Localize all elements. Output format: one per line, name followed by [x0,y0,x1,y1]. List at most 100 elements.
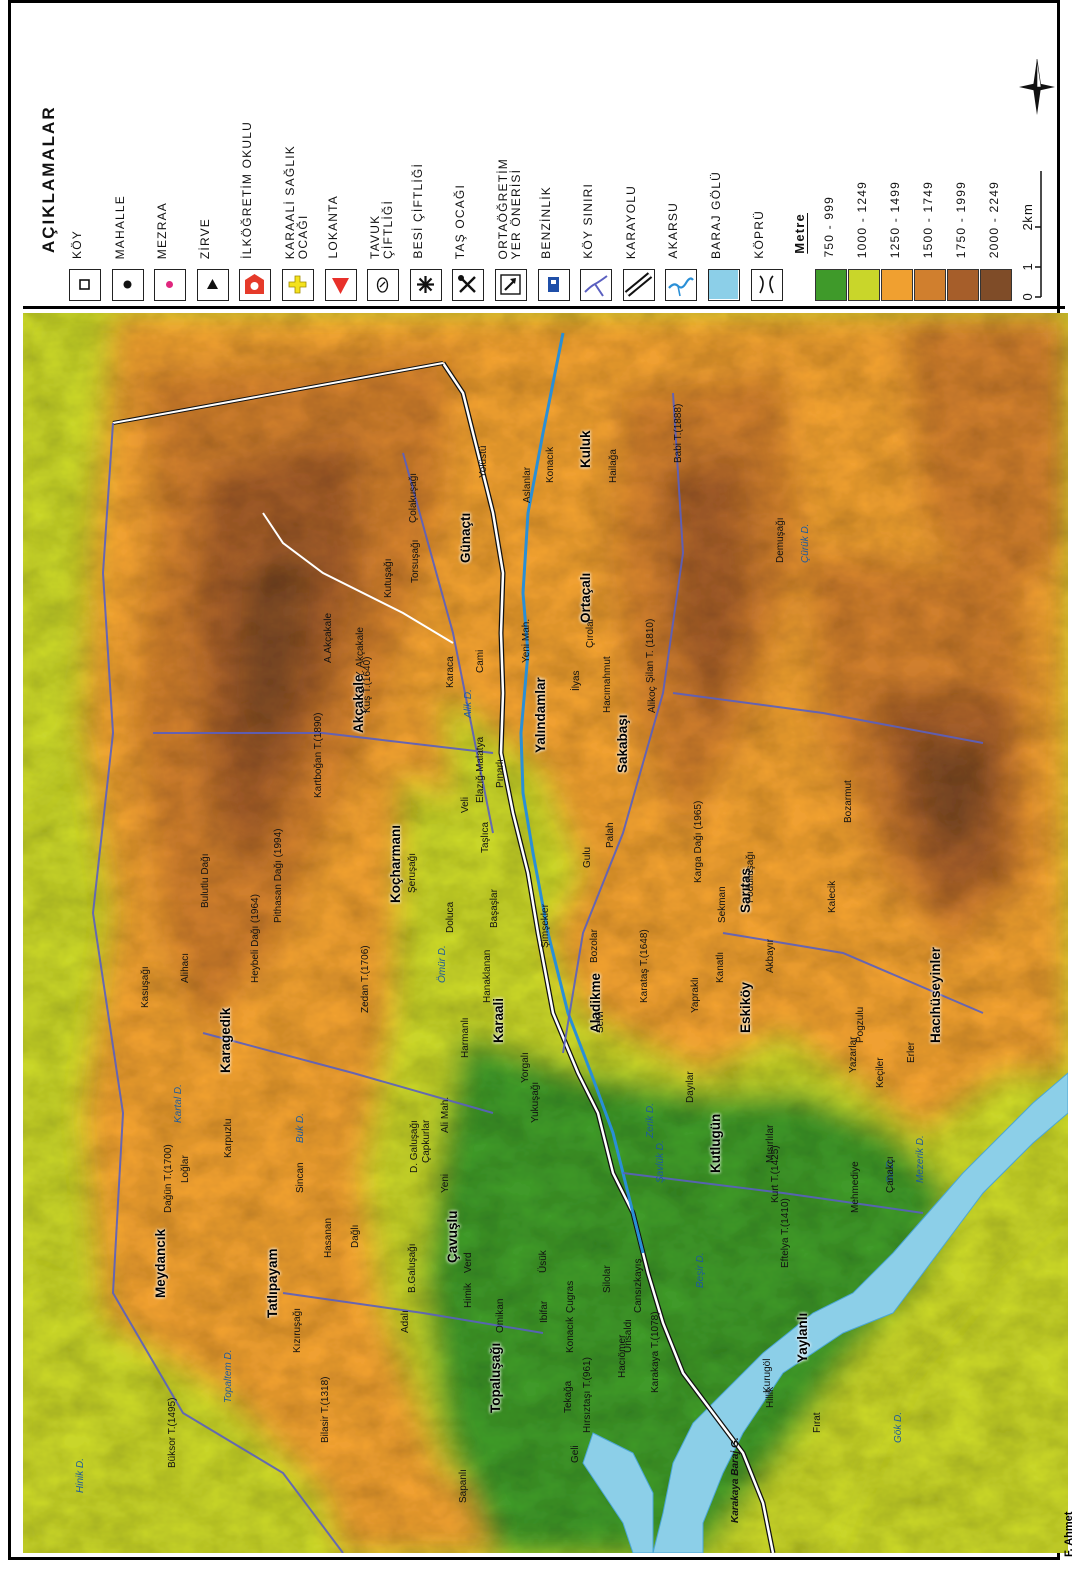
village-label: Karagedik [218,1007,233,1073]
elevation-class-label: 1500 - 1749 [921,180,936,258]
square-icon [69,269,101,301]
place-label: Çugras [565,1280,576,1313]
legend-label: KÖY SINIRI [581,183,596,259]
legend-item-health-cross: KARAALİ SAĞLIK OCAĞI [282,7,320,307]
place-label: Şilan T. (1810) [645,618,656,683]
place-label: Veli [460,796,471,813]
village-label: Ortaçalı [578,572,593,623]
place-label: Omikan [495,1298,506,1333]
place-label: Beşir D. [695,1252,706,1288]
place-label: Himik [463,1283,474,1308]
place-label: Hasanan [323,1217,334,1258]
legend-item-pink-dot: MEZRAA [154,7,192,307]
place-label: Ibifar [539,1300,550,1323]
legend-item-square: KÖY [69,7,107,307]
legend-item-quarry: TAŞ OCAĞI [452,7,490,307]
legend-label: BESİ ÇİFTLİĞİ [410,163,425,259]
legend-item-fuel-station: BENZİNLİK [537,7,576,307]
village-label: Kuluk [578,430,593,468]
place-label: Kartal D. [173,1084,184,1123]
place-label: Alikoç [647,686,658,713]
legend-label: TAVUK ÇİFTLİĞİ [368,200,396,259]
place-label: Kurt T.(1425) [770,1145,781,1203]
village-label: Karaali [491,997,506,1043]
place-label: Kalecik [827,880,838,913]
place-label: Yapraklı [690,977,701,1013]
elevation-map [23,313,1068,1553]
place-label: Palah [605,822,616,848]
place-label: Keçiler [875,1057,886,1088]
place-label: Kasuşağı [140,966,151,1008]
legend-label: KÖPRÜ [751,210,766,259]
elevation-class-label: 2000 - 2249 [987,180,1002,258]
health-cross-icon [282,269,314,301]
place-label: Yeni Mah. [521,618,532,663]
place-label: Yorgalı [520,1052,531,1083]
elevation-unit-label: Metre [792,213,808,254]
place-label: Büksor T.(1495) [167,1397,178,1468]
place-label: Dağün T.(1700) [163,1144,174,1213]
school-icon [239,269,272,301]
place-label: Çanakçı [885,1156,896,1193]
legend-label: BARAJ GÖLÜ [709,170,723,259]
place-label: Cami [475,649,486,673]
village-label: Sakabaşı [615,714,630,773]
legend-item-restaurant: LOKANTA [324,7,363,307]
place-label: Dağlı [350,1224,361,1248]
place-label: Topaltem D. [223,1349,234,1403]
place-label: Loğlar [180,1155,191,1183]
place-label: Selvi [595,1011,606,1033]
highway-icon [622,269,655,301]
place-label: Karataş T.(1648) [639,929,650,1003]
scale-unit: km [1020,203,1036,223]
place-label: Alik D. [463,689,474,718]
place-label: Akbayır [765,939,776,973]
place-label: Heybeli Dağı (1964) [250,894,261,983]
place-label: Eftelya T.(1410) [780,1198,791,1268]
place-label: Verd [463,1252,474,1273]
place-label: Çürük D. [800,523,811,563]
elevation-swatch [848,269,881,301]
highschool-proposal-icon [495,269,527,301]
legend-label: BENZİNLİK [538,186,553,259]
elevation-class-label: 1750 - 1999 [954,180,969,258]
scale-bar [1019,167,1049,303]
place-label: Fırat [812,1412,823,1433]
legend-title: AÇIKLAMALAR [39,105,58,253]
place-label: İlyas [571,670,582,691]
chicken-farm-icon [367,269,400,301]
village-label: Koçharmanı [388,824,403,903]
fuel-station-icon [537,269,570,301]
elevation-swatch [815,269,848,301]
place-label: Yolüstü [478,445,489,478]
livestock-farm-icon [409,269,442,301]
place-label: Şeruşağı [407,852,418,893]
elevation-swatch [947,269,980,301]
place-label: Mezerik D. [915,1135,926,1183]
place-label: Zerik D. [645,1103,656,1138]
place-label: Karaca [445,656,456,688]
legend-item-triangle: ZİRVE [196,7,235,307]
legend-label: MEZRAA [155,201,170,259]
village-label: Hacıhüseyinler [928,946,943,1043]
place-label: Tekağa [563,1380,574,1413]
place-label: Bulutlu Dağı [200,853,211,908]
elevation-swatch [914,269,947,301]
village-label: Günaçtı [458,512,473,563]
legend-label: MAHALLE [112,194,127,259]
place-label: Aslanlar [522,466,533,503]
place-label: Karakaya T.(1078) [650,1311,661,1393]
scale-tick-label: 2 [1020,222,1036,231]
elevation-class-label: 750 - 999 [822,196,837,258]
bridge-icon [750,269,783,301]
village-label: Topaluşağı [488,1342,503,1413]
place-label: Hacımahmut [602,656,613,713]
legend-item-school: İLKÖĞRETİM OKULU [239,7,277,307]
place-label: Üsük [538,1250,549,1273]
place-label: Bozarmut [843,780,854,823]
place-label: Demuşağı [775,517,786,563]
place-label: Ömür D. [437,945,448,983]
